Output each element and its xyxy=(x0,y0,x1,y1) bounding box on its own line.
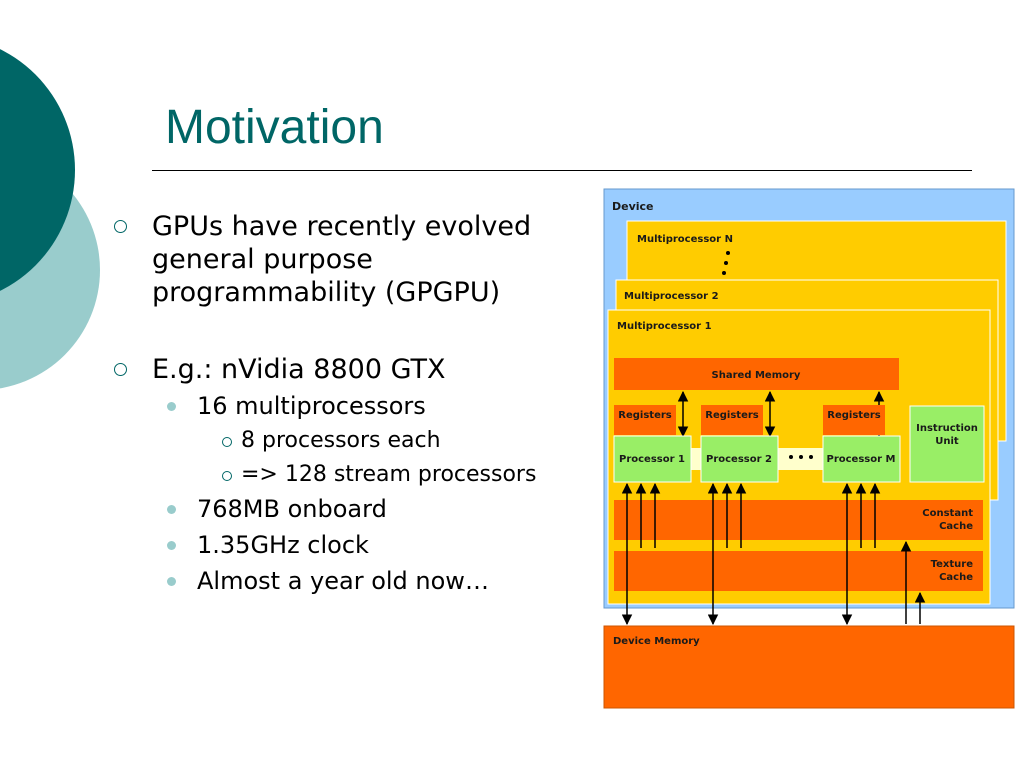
instruction-unit-box xyxy=(909,405,985,483)
registers-2-box xyxy=(701,405,763,435)
device-label: Device xyxy=(612,200,654,213)
circle-shapes xyxy=(0,49,100,389)
processor-1-label: Processor 1 xyxy=(619,454,685,465)
processor-ellipsis-dot xyxy=(799,455,803,459)
hollow-circle-bullet-icon xyxy=(222,471,232,481)
bullet-text-line: => 128 stream processors xyxy=(241,462,537,487)
device-memory-box xyxy=(603,625,1015,709)
bullet-text-line: 8 processors each xyxy=(241,428,441,453)
processor-2-label: Processor 2 xyxy=(706,454,772,465)
multiprocessor-2-label: Multiprocessor 2 xyxy=(624,291,719,302)
instruction-unit-label: Unit xyxy=(935,436,959,447)
registers-1-box xyxy=(614,405,676,435)
dot-bullet-icon xyxy=(167,541,176,550)
instruction-unit-label: Instruction xyxy=(916,423,978,434)
decorative-circles xyxy=(0,0,130,420)
bullet-example-gpu: E.g.: nVidia 8800 GTX xyxy=(114,353,446,386)
title-divider xyxy=(152,170,972,171)
gpu-architecture-diagram: Device Multiprocessor N Multiprocessor 2… xyxy=(603,188,1015,709)
page-title: Motivation xyxy=(165,101,384,154)
processor-2-box xyxy=(700,435,779,483)
texture-cache-label: Cache xyxy=(939,572,973,583)
dot-bullet-icon xyxy=(167,577,176,586)
shared-memory-box xyxy=(614,358,899,390)
bullet-multiprocessors: 16 multiprocessors xyxy=(167,391,426,421)
dot-bullet-icon xyxy=(167,402,176,411)
bullet-text-line: E.g.: nVidia 8800 GTX xyxy=(152,354,446,385)
registers-m-label: Registers xyxy=(827,410,881,421)
stack-ellipsis-dot xyxy=(726,251,730,255)
bullet-text-line: 16 multiprocessors xyxy=(197,392,426,420)
constant-cache-box xyxy=(614,500,983,540)
processor-1-box xyxy=(613,435,692,483)
bullet-processors-each: 8 processors each xyxy=(222,427,441,455)
bullet-text-line: 768MB onboard xyxy=(197,495,387,523)
dark-circle xyxy=(0,49,75,291)
texture-cache-box xyxy=(614,551,983,591)
bullet-text-line: general purpose xyxy=(152,244,373,275)
stack-ellipsis-dot xyxy=(722,271,726,275)
hollow-circle-bullet-icon xyxy=(222,437,232,447)
bullet-stream-processors: => 128 stream processors xyxy=(222,461,537,489)
bullet-text-line: 1.35GHz clock xyxy=(197,531,369,559)
processor-ellipsis-dot xyxy=(809,455,813,459)
processor-m-box xyxy=(822,435,901,483)
registers-2-label: Registers xyxy=(705,410,759,421)
processor-m-label: Processor M xyxy=(827,454,896,465)
texture-cache-label: Texture xyxy=(931,559,974,570)
hollow-circle-bullet-icon xyxy=(114,220,127,233)
registers-1-label: Registers xyxy=(618,410,672,421)
multiprocessor-n-label: Multiprocessor N xyxy=(637,234,733,245)
dot-bullet-icon xyxy=(167,505,176,514)
bullet-list: GPUs have recently evolved general purpo… xyxy=(114,210,537,596)
device-memory-label: Device Memory xyxy=(613,636,700,647)
processor-ellipsis-dot xyxy=(789,455,793,459)
bullet-onboard-memory: 768MB onboard xyxy=(167,494,387,524)
bullet-gpus-evolved: GPUs have recently evolved general purpo… xyxy=(114,210,532,309)
registers-m-box xyxy=(823,405,885,435)
bullet-clock: 1.35GHz clock xyxy=(167,530,369,560)
stack-ellipsis-dot xyxy=(724,261,728,265)
bullet-text-line: Almost a year old now… xyxy=(197,567,489,595)
bullet-year-old: Almost a year old now… xyxy=(167,566,489,596)
bullet-text-line: GPUs have recently evolved xyxy=(152,211,532,242)
hollow-circle-bullet-icon xyxy=(114,363,127,376)
bullet-text-line: programmability (GPGPU) xyxy=(152,277,501,308)
constant-cache-label: Constant xyxy=(922,508,973,519)
shared-memory-label: Shared Memory xyxy=(712,370,801,381)
multiprocessor-1-label: Multiprocessor 1 xyxy=(617,321,712,332)
constant-cache-label: Cache xyxy=(939,521,973,532)
